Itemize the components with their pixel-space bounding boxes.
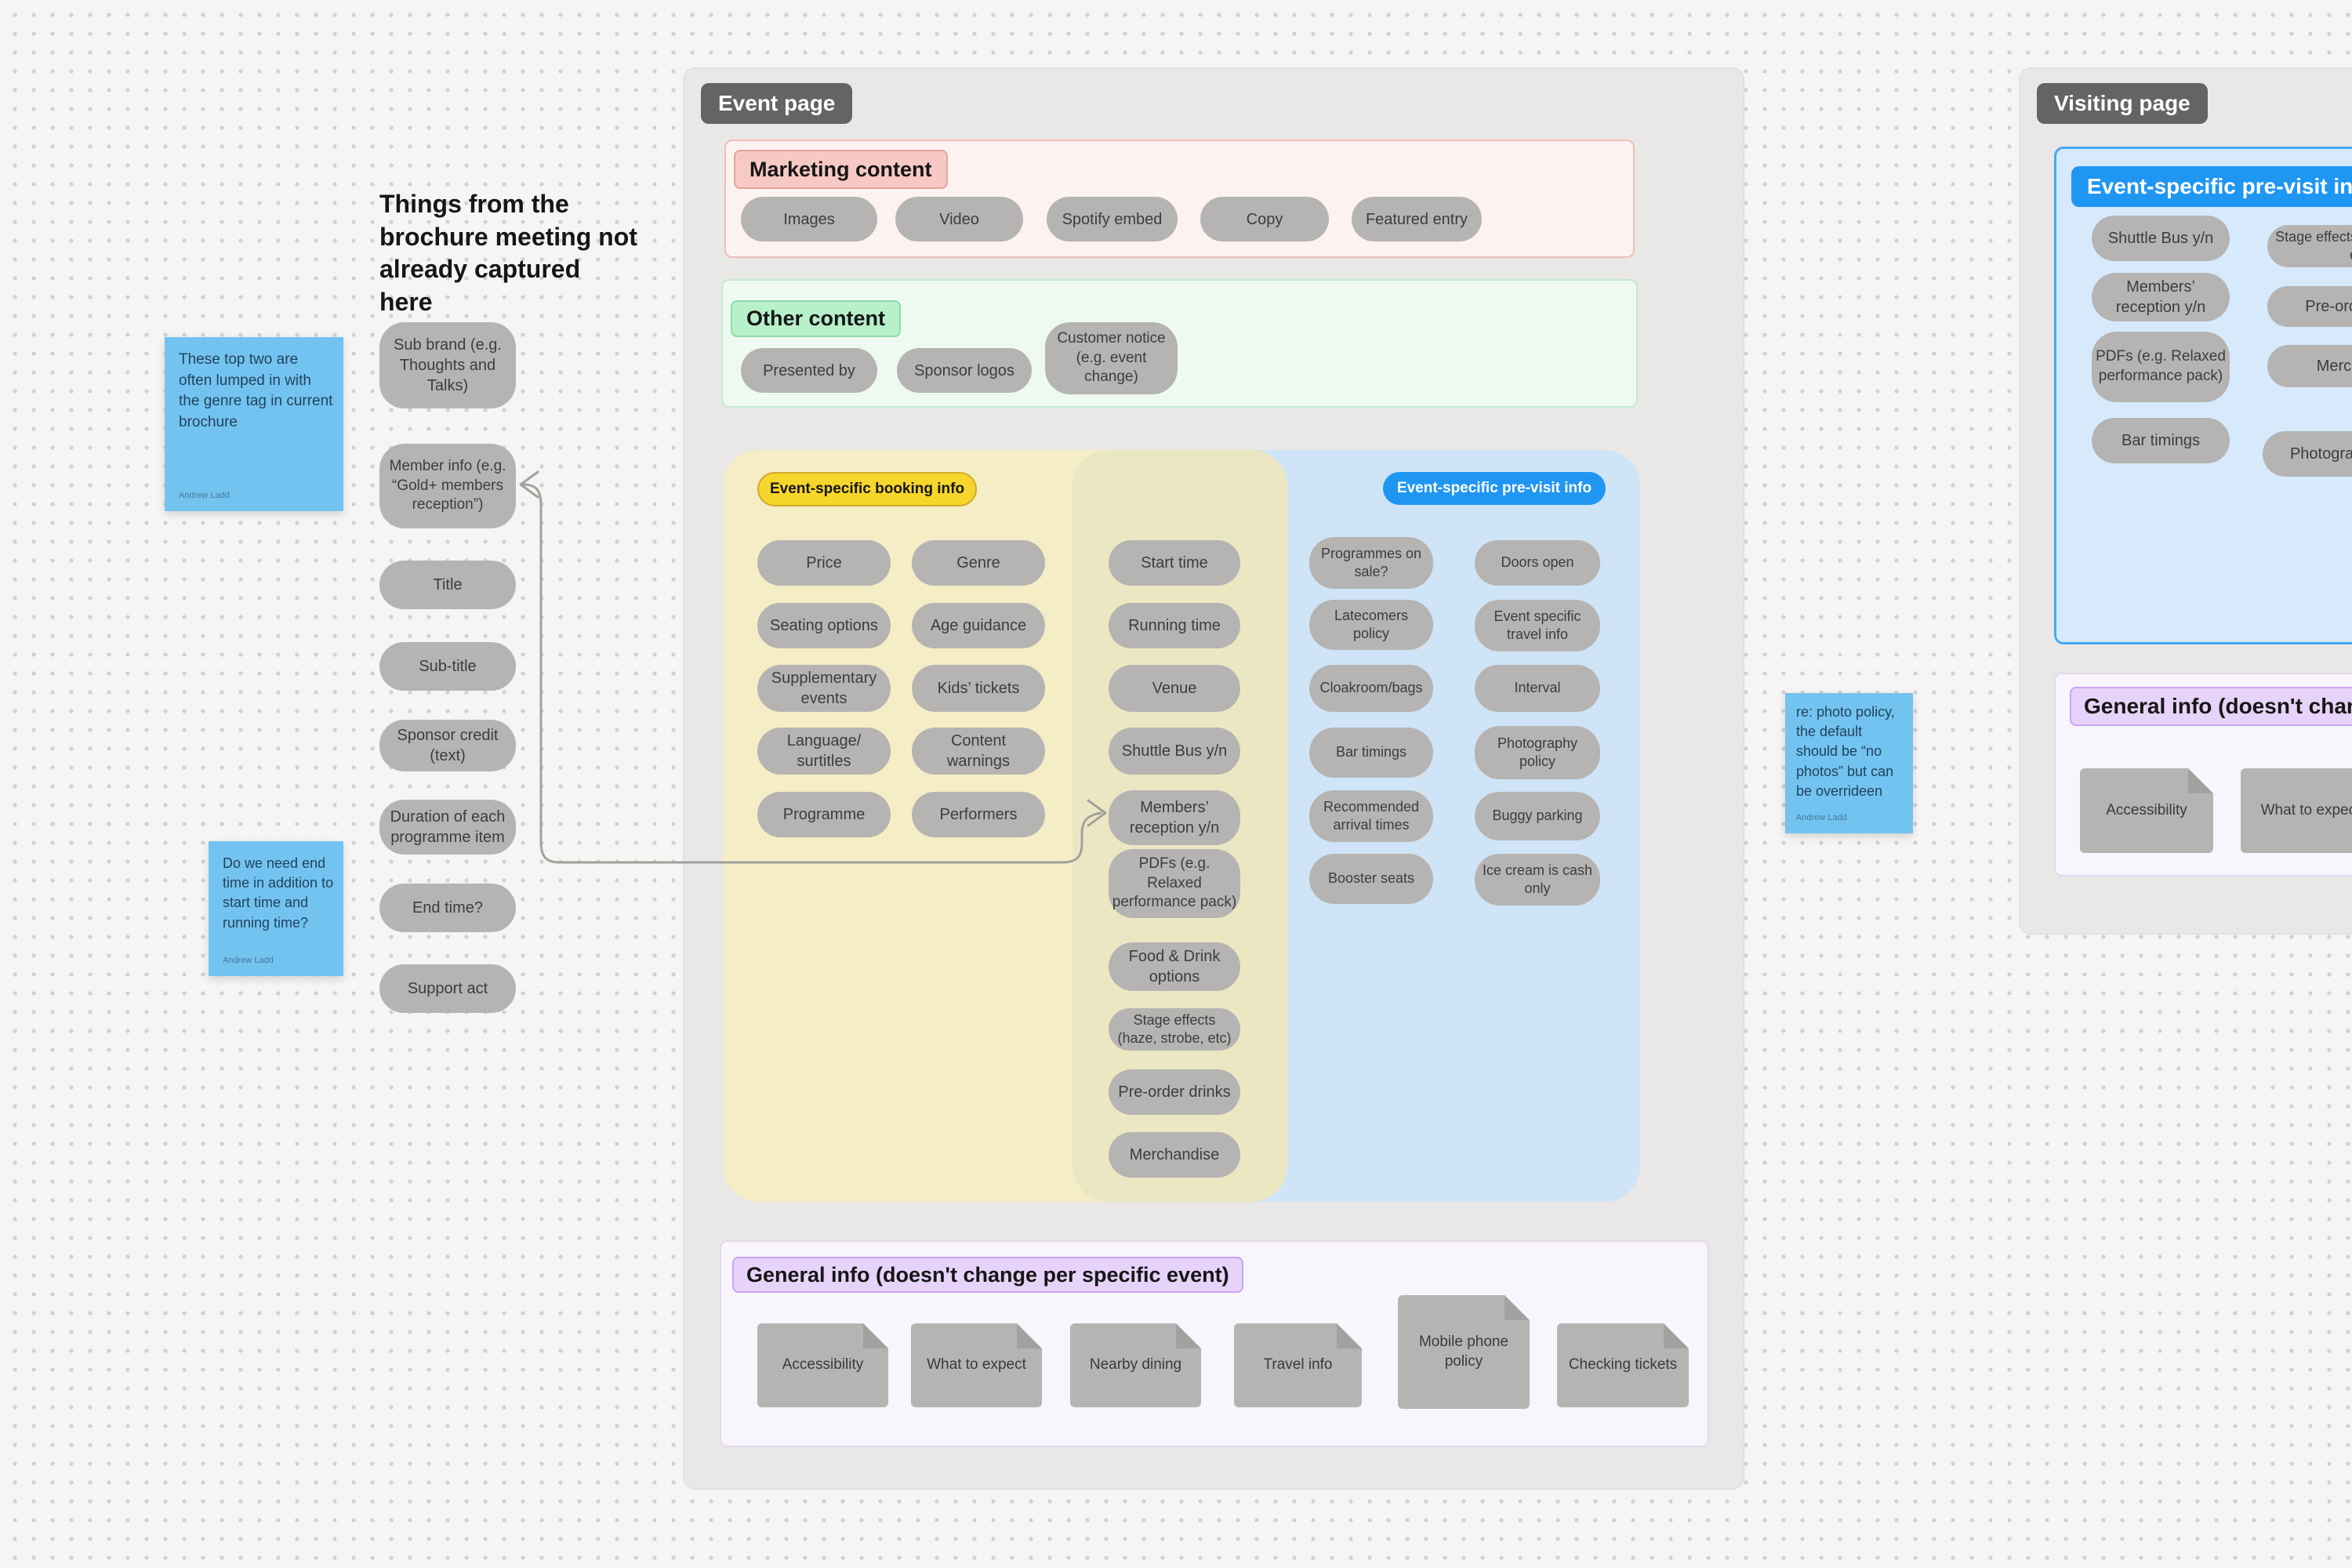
pill-food-drink-options[interactable]: Food & Drink options xyxy=(1109,942,1240,991)
sticky-note-end-time[interactable]: Do we need end time in addition to start… xyxy=(209,841,343,976)
pill-age-guidance[interactable]: Age guidance xyxy=(912,603,1045,648)
other-content-label[interactable]: Other content xyxy=(731,300,902,337)
pill-shuttle-bus[interactable]: Shuttle Bus y/n xyxy=(1109,728,1240,775)
pill-cloakroom-bags[interactable]: Cloakroom/bags xyxy=(1309,665,1433,712)
brochure-pill-title[interactable]: Title xyxy=(379,561,516,609)
sticky-author: Andrew Ladd xyxy=(223,955,274,965)
pill-featured-entry[interactable]: Featured entry xyxy=(1352,197,1482,241)
pill-ice-cream-cash[interactable]: Ice cream is cash only xyxy=(1475,854,1600,906)
pill-booster-seats[interactable]: Booster seats xyxy=(1309,854,1433,904)
sticky-author: Andrew Ladd xyxy=(179,490,230,500)
pill-kids-tickets[interactable]: Kids’ tickets xyxy=(912,665,1045,712)
brochure-pill-end-time[interactable]: End time? xyxy=(379,884,516,932)
vpill-pdfs-relaxed-pack[interactable]: PDFs (e.g. Relaxed performance pack) xyxy=(2092,332,2230,402)
brochure-pill-sponsor-credit[interactable]: Sponsor credit (text) xyxy=(379,720,516,771)
pill-supplementary-events[interactable]: Supplementary events xyxy=(757,665,891,712)
sticky-text: re: photo policy, the default should be … xyxy=(1796,704,1895,799)
pill-video[interactable]: Video xyxy=(895,197,1023,241)
pill-event-travel-info[interactable]: Event specific travel info xyxy=(1475,600,1600,652)
sticky-text: Do we need end time in addition to start… xyxy=(223,855,334,931)
doc-travel-info[interactable]: Travel info xyxy=(1234,1323,1362,1407)
pill-price[interactable]: Price xyxy=(757,540,891,586)
previsit-info-label[interactable]: Event-specific pre-visit info xyxy=(1383,472,1606,505)
doc-what-to-expect[interactable]: What to expect xyxy=(911,1323,1042,1407)
sticky-note-photo-policy[interactable]: re: photo policy, the default should be … xyxy=(1785,693,1913,833)
pill-interval[interactable]: Interval xyxy=(1475,665,1600,712)
pill-stage-effects[interactable]: Stage effects (haze, strobe, etc) xyxy=(1109,1008,1240,1051)
brochure-pill-sub-title[interactable]: Sub-title xyxy=(379,642,516,691)
pill-running-time[interactable]: Running time xyxy=(1109,603,1240,648)
pill-images[interactable]: Images xyxy=(741,197,877,241)
visiting-general-label[interactable]: General info (doesn't change per specifi… xyxy=(2070,687,2352,726)
vpill-members-reception[interactable]: Members’ reception y/n xyxy=(2092,273,2230,321)
pill-performers[interactable]: Performers xyxy=(912,792,1045,837)
pill-doors-open[interactable]: Doors open xyxy=(1475,540,1600,586)
pill-latecomers-policy[interactable]: Latecomers policy xyxy=(1309,600,1433,650)
pill-seating-options[interactable]: Seating options xyxy=(757,603,891,648)
doc-mobile-phone-policy[interactable]: Mobile phone policy xyxy=(1398,1295,1530,1409)
pill-merchandise[interactable]: Merchandise xyxy=(1109,1132,1240,1178)
pill-bar-timings[interactable]: Bar timings xyxy=(1309,728,1433,778)
visiting-previsit-label[interactable]: Event-specific pre-visit info xyxy=(2071,166,2352,207)
pill-programme[interactable]: Programme xyxy=(757,792,891,837)
sticky-author: Andrew Ladd xyxy=(1796,812,1847,822)
vpill-photography-policy[interactable]: Photography policy xyxy=(2263,431,2352,477)
marketing-content-label[interactable]: Marketing content xyxy=(734,150,948,189)
doc-checking-tickets[interactable]: Checking tickets xyxy=(1557,1323,1689,1407)
vpill-stage-effects[interactable]: Stage effects (haze, strobe, etc) xyxy=(2267,225,2352,267)
pill-customer-notice[interactable]: Customer notice (e.g. event change) xyxy=(1045,322,1178,394)
pill-presented-by[interactable]: Presented by xyxy=(741,348,877,393)
pill-photography-policy[interactable]: Photography policy xyxy=(1475,726,1600,779)
vpill-shuttle-bus[interactable]: Shuttle Bus y/n xyxy=(2092,216,2230,261)
vdoc-what-to-expect[interactable]: What to expect xyxy=(2241,768,2352,853)
pill-pre-order-drinks[interactable]: Pre-order drinks xyxy=(1109,1069,1240,1115)
pill-copy[interactable]: Copy xyxy=(1200,197,1329,241)
booking-info-label[interactable]: Event-specific booking info xyxy=(757,472,978,506)
vpill-pre-order-drinks[interactable]: Pre-order drinks xyxy=(2267,286,2352,327)
pill-spotify-embed[interactable]: Spotify embed xyxy=(1047,197,1178,241)
pill-members-reception[interactable]: Members’ reception y/n xyxy=(1109,790,1240,845)
pill-language-surtitles[interactable]: Language/ surtitles xyxy=(757,728,891,775)
event-page-title[interactable]: Event page xyxy=(701,83,853,124)
pill-buggy-parking[interactable]: Buggy parking xyxy=(1475,792,1600,840)
pill-sponsor-logos[interactable]: Sponsor logos xyxy=(897,348,1032,393)
pill-programmes-on-sale[interactable]: Programmes on sale? xyxy=(1309,537,1433,589)
visiting-page-title[interactable]: Visiting page xyxy=(2037,83,2208,124)
brochure-pill-sub-brand[interactable]: Sub brand (e.g. Thoughts and Talks) xyxy=(379,322,516,408)
doc-accessibility[interactable]: Accessibility xyxy=(757,1323,888,1407)
sticky-note-genre-tag[interactable]: These top two are often lumped in with t… xyxy=(165,337,343,511)
pill-genre[interactable]: Genre xyxy=(912,540,1045,586)
brochure-heading[interactable]: Things from the brochure meeting not alr… xyxy=(379,190,637,316)
pill-recommended-arrival[interactable]: Recommended arrival times xyxy=(1309,790,1433,842)
brochure-pill-member-info[interactable]: Member info (e.g. “Gold+ members recepti… xyxy=(379,444,516,528)
vpill-merchandise[interactable]: Merchandise xyxy=(2267,345,2352,387)
pill-venue[interactable]: Venue xyxy=(1109,665,1240,712)
pill-pdfs-relaxed-pack[interactable]: PDFs (e.g. Relaxed performance pack) xyxy=(1109,849,1240,918)
general-info-label[interactable]: General info (doesn't change per specifi… xyxy=(732,1257,1243,1293)
pill-content-warnings[interactable]: Content warnings xyxy=(912,728,1045,775)
doc-nearby-dining[interactable]: Nearby dining xyxy=(1070,1323,1201,1407)
vpill-bar-timings[interactable]: Bar timings xyxy=(2092,418,2230,463)
brochure-pill-duration[interactable]: Duration of each programme item xyxy=(379,800,516,855)
vdoc-accessibility[interactable]: Accessibility xyxy=(2080,768,2213,853)
sticky-text: These top two are often lumped in with t… xyxy=(179,351,333,430)
brochure-pill-support-act[interactable]: Support act xyxy=(379,964,516,1013)
pill-start-time[interactable]: Start time xyxy=(1109,540,1240,586)
